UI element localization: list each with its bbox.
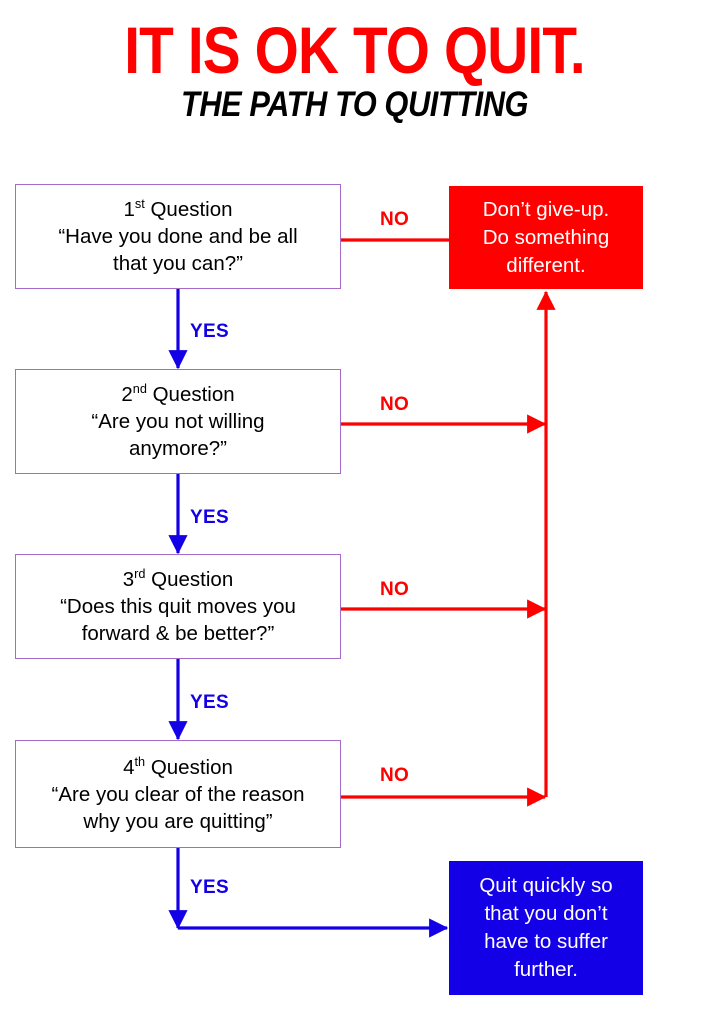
question-box-2[interactable]: 2nd Question “Are you not willing anymor… bbox=[15, 369, 341, 474]
question-2-line-1: “Are you not willing bbox=[91, 410, 265, 433]
question-4-line-1: “Are you clear of the reason bbox=[51, 782, 305, 806]
question-1-number: 1 bbox=[123, 198, 135, 221]
question-1-line-2: that you can?” bbox=[113, 252, 243, 275]
question-1-line-1: “Have you done and be all bbox=[58, 225, 298, 248]
no-label-4: NO bbox=[380, 765, 410, 786]
outcome-box-dont-give-up[interactable]: Don’t give-up. Do something different. bbox=[449, 186, 643, 289]
question-4-heading-word: Question bbox=[150, 755, 233, 779]
question-4-line-2: why you are quitting” bbox=[83, 809, 273, 833]
question-3-heading: 3rd Question bbox=[123, 566, 233, 593]
poster-title-block: IT IS OK TO QUIT. THE PATH TO QUITTING bbox=[0, 16, 709, 124]
outcome-box-quit-quickly[interactable]: Quit quickly so that you don’t have to s… bbox=[449, 861, 643, 995]
no-label-1: NO bbox=[380, 209, 410, 230]
question-box-3[interactable]: 3rd Question “Does this quit moves you f… bbox=[15, 554, 341, 659]
yes-label-2: YES bbox=[190, 507, 229, 528]
poster-main-title: IT IS OK TO QUIT. bbox=[124, 13, 585, 87]
question-1-ordinal-suffix: st bbox=[134, 196, 145, 212]
question-2-heading: 2nd Question bbox=[121, 381, 234, 408]
yes-label-3: YES bbox=[190, 692, 229, 713]
question-box-4[interactable]: 4th Question “Are you clear of the reaso… bbox=[15, 740, 341, 848]
outcome-positive-line-4: further. bbox=[514, 958, 578, 981]
question-3-number: 3 bbox=[122, 568, 135, 591]
question-4-ordinal-suffix: th bbox=[134, 753, 146, 769]
outcome-negative-line-2: Do something bbox=[482, 225, 610, 249]
no-label-3: NO bbox=[380, 579, 410, 600]
poster-subtitle: THE PATH TO QUITTING bbox=[180, 85, 529, 124]
question-3-line-2: forward & be better?” bbox=[81, 622, 275, 645]
outcome-positive-line-2: that you don’t bbox=[484, 902, 608, 925]
yes-label-4: YES bbox=[190, 877, 229, 898]
question-box-1[interactable]: 1st Question “Have you done and be all t… bbox=[15, 184, 341, 289]
question-2-line-2: anymore?” bbox=[129, 437, 227, 460]
question-2-heading-word: Question bbox=[152, 383, 235, 406]
question-3-ordinal-suffix: rd bbox=[134, 566, 146, 582]
outcome-negative-line-3: different. bbox=[506, 253, 586, 277]
question-1-heading: 1st Question bbox=[123, 196, 232, 223]
outcome-negative-line-1: Don’t give-up. bbox=[482, 197, 610, 221]
question-3-heading-word: Question bbox=[151, 568, 234, 591]
yes-label-1: YES bbox=[190, 321, 229, 342]
outcome-positive-line-3: have to suffer bbox=[484, 930, 608, 953]
question-4-heading: 4th Question bbox=[123, 754, 233, 781]
outcome-positive-line-1: Quit quickly so bbox=[479, 874, 613, 897]
question-2-number: 2 bbox=[121, 383, 133, 406]
question-3-line-1: “Does this quit moves you bbox=[60, 595, 296, 618]
question-2-ordinal-suffix: nd bbox=[132, 381, 147, 397]
no-label-2: NO bbox=[380, 394, 410, 415]
question-4-number: 4 bbox=[123, 755, 135, 779]
question-1-heading-word: Question bbox=[150, 198, 233, 221]
